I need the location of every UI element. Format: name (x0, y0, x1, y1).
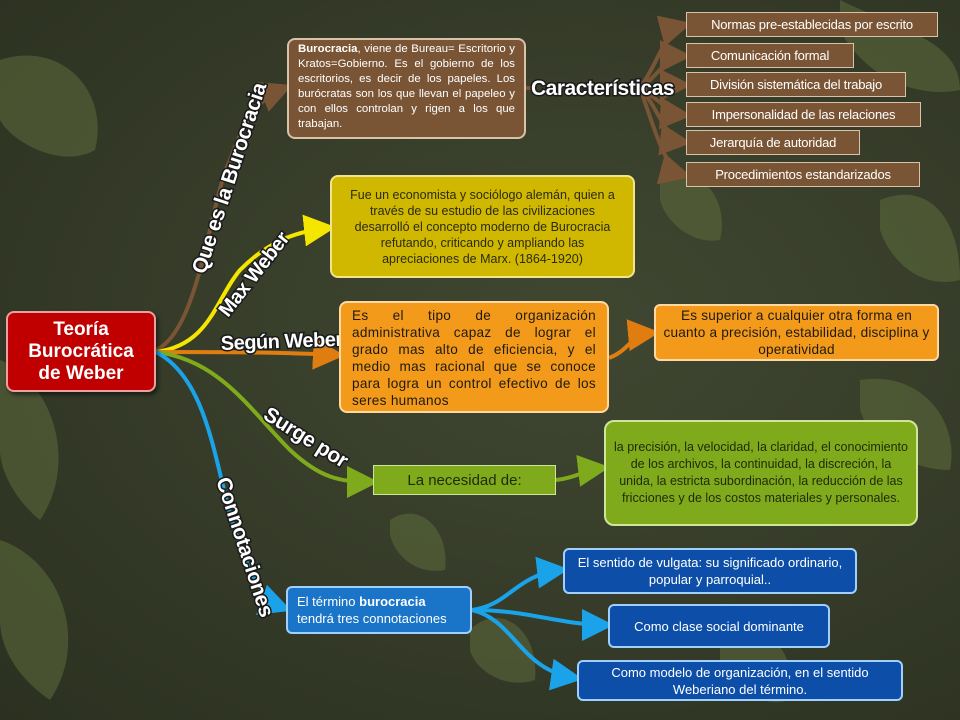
superior-text: Es superior a cualquier otra forma en cu… (663, 308, 930, 357)
branch-label-segun-weber: Según Weber (220, 329, 343, 355)
segun-weber-box: Es el tipo de organización administrativ… (339, 301, 609, 413)
definition-box: Burocracia, viene de Bureau= Escritorio … (287, 38, 526, 139)
definition-term: Burocracia (298, 43, 358, 55)
definition-text: , viene de Bureau= Escritorio y Kratos=G… (298, 43, 515, 130)
necesidad-box: La necesidad de: (373, 465, 556, 495)
caracteristica-label: Procedimientos estandarizados (715, 167, 891, 182)
termino-box: El término burocracia tendrá tres connot… (286, 586, 472, 634)
caracteristica-label: División sistemática del trabajo (709, 77, 883, 92)
caracteristica-label: Normas pre-establecidas por escrito (711, 17, 913, 32)
branch-label-que-es: Que es la Burocracia (188, 79, 272, 276)
caracteristica-label: Jerarquía de autoridad (709, 135, 837, 150)
branch-label-connotaciones: Connotaciones (211, 474, 278, 619)
branch-label-caracteristicas: Características (531, 77, 674, 100)
connotacion-text: El sentido de vulgata: su significado or… (577, 555, 843, 587)
root-line-3: de Weber (38, 362, 124, 384)
necesidad-list-box: la precisión, la velocidad, la claridad,… (604, 420, 918, 526)
caracteristica-item: Normas pre-establecidas por escrito (686, 12, 938, 37)
connotacion-item: El sentido de vulgata: su significado or… (563, 548, 857, 594)
connotacion-item: Como clase social dominante (608, 604, 830, 648)
caracteristica-item: Procedimientos estandarizados (686, 162, 920, 187)
caracteristica-label: Comunicación formal (710, 48, 830, 63)
root-line-2: Burocrática (28, 340, 134, 362)
termino-prefix: El término (297, 594, 360, 609)
necesidad-label: La necesidad de: (407, 471, 522, 489)
caracteristica-label: Impersonalidad de las relaciones (711, 107, 896, 122)
connotacion-text: Como modelo de organización, en el senti… (611, 664, 869, 697)
termino-suffix: tendrá tres connotaciones (297, 611, 447, 626)
root-line-1: Teoría (53, 318, 109, 340)
caracteristica-item: Impersonalidad de las relaciones (686, 102, 921, 127)
max-weber-text: Fue un economista y sociólogo alemán, qu… (350, 187, 615, 266)
caracteristica-item: Comunicación formal (686, 43, 854, 68)
branch-label-max-weber: Max Weber (215, 228, 295, 321)
max-weber-box: Fue un economista y sociólogo alemán, qu… (330, 175, 635, 278)
caracteristica-item: División sistemática del trabajo (686, 72, 906, 97)
connotacion-item: Como modelo de organización, en el senti… (577, 660, 903, 701)
connotacion-text: Como clase social dominante (634, 618, 804, 634)
caracteristica-item: Jerarquía de autoridad (686, 130, 860, 155)
termino-term: burocracia (359, 594, 426, 609)
segun-weber-text: Es el tipo de organización administrativ… (352, 308, 596, 408)
necesidad-text: la precisión, la velocidad, la claridad,… (614, 440, 908, 505)
superior-box: Es superior a cualquier otra forma en cu… (654, 304, 939, 361)
root-topic: Teoría Burocrática de Weber (6, 311, 156, 392)
